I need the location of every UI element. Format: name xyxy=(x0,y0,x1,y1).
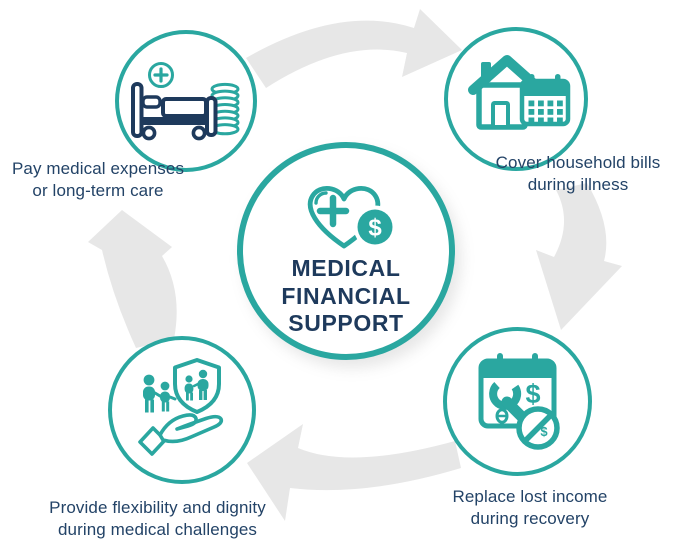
label-pay-medical-expenses: Pay medical expenses or long-term care xyxy=(11,159,185,201)
shield-outline xyxy=(173,358,221,414)
label-provide-flexibility: Provide flexibility and dignity during m… xyxy=(49,498,266,540)
hand-family-shield-icon xyxy=(138,358,224,456)
label-cover-household-bills: Cover household bills during illness xyxy=(495,153,661,195)
arrow-bottom-icon xyxy=(247,424,461,521)
node-pay-medical-expenses xyxy=(115,30,257,172)
svg-text:$: $ xyxy=(540,424,548,439)
dollar-sign: $ xyxy=(368,215,382,242)
no-money-sign: $ xyxy=(516,406,560,450)
center-node: $ MEDICAL FINANCIAL SUPPORT xyxy=(237,142,455,360)
label-replace-lost-income: Replace lost income during recovery xyxy=(452,487,608,529)
node-provide-flexibility xyxy=(108,336,256,484)
coin-stack xyxy=(210,82,240,136)
hospital-bed-coins-icon xyxy=(131,62,240,141)
arrow-left-icon xyxy=(88,210,177,348)
open-hand xyxy=(138,413,224,456)
plus-sign xyxy=(316,194,350,228)
medical-plus-icon xyxy=(148,62,174,88)
bills-calendar xyxy=(519,74,571,127)
calendar-wrench-no-income-icon: $ $ xyxy=(478,353,560,450)
income-dollar-sign: $ xyxy=(525,379,540,409)
node-replace-lost-income: $ $ xyxy=(443,327,592,476)
coin-glyph xyxy=(495,408,509,424)
dollar-badge xyxy=(357,209,393,245)
heart-highlight xyxy=(314,191,328,205)
arrow-right-icon xyxy=(536,183,622,330)
node-cover-household-bills xyxy=(444,27,588,171)
arrow-top-icon xyxy=(246,9,462,88)
heart-outline xyxy=(307,186,381,249)
shield-family xyxy=(184,369,209,401)
house-calendar-icon xyxy=(468,55,571,130)
center-title: MEDICAL FINANCIAL SUPPORT xyxy=(281,255,411,337)
hospital-bed xyxy=(131,82,218,141)
family-figures xyxy=(143,374,177,413)
heart-plus-dollar-icon: $ xyxy=(307,186,397,249)
